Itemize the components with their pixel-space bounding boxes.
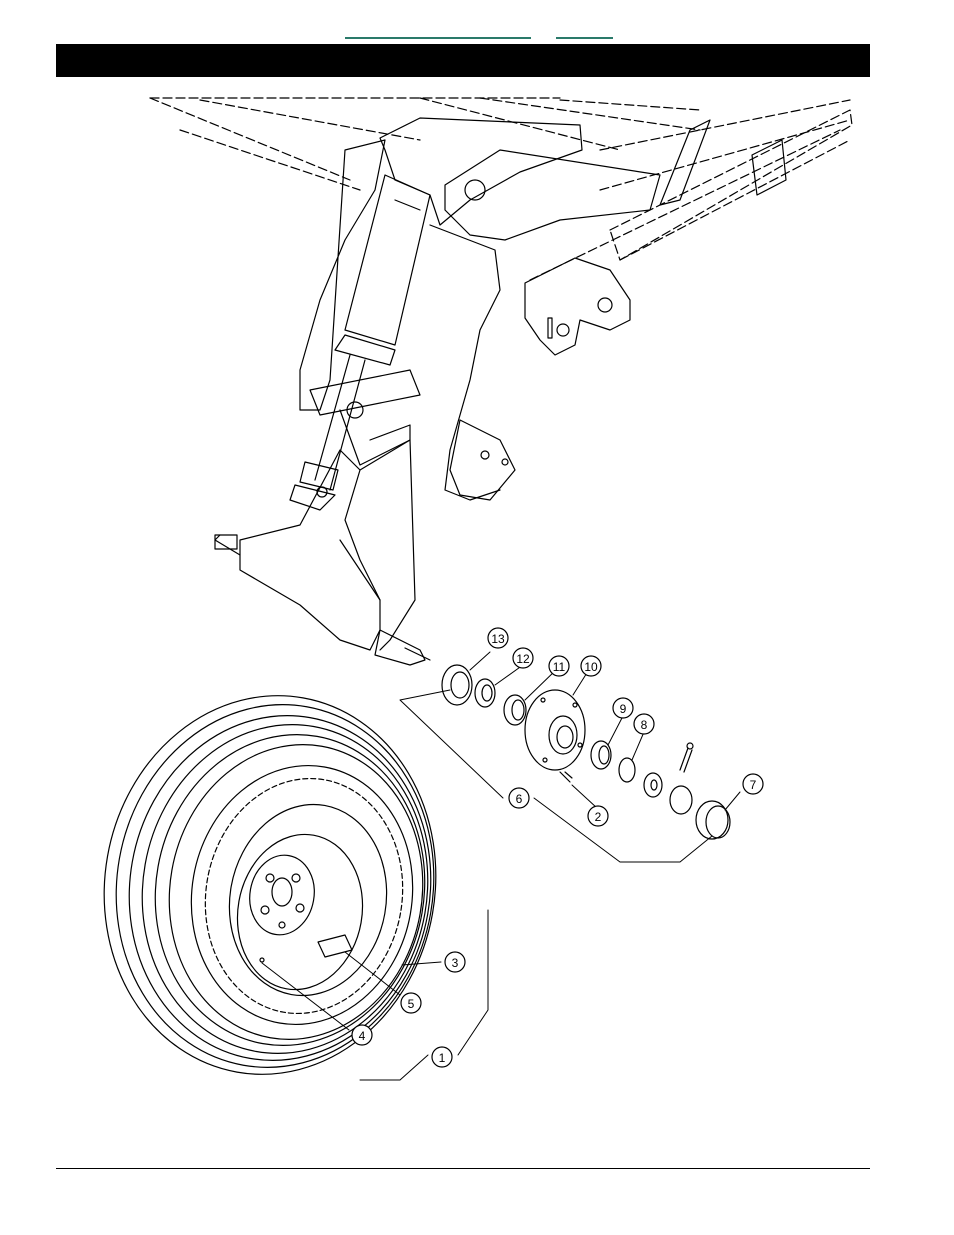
lift-arm [300, 118, 660, 500]
hub-parts [442, 665, 730, 839]
callout-5: 5 [408, 997, 415, 1011]
callout-8: 8 [641, 718, 648, 732]
footer-rule [56, 1168, 870, 1169]
callout-13: 13 [491, 632, 505, 646]
callout-9: 9 [620, 702, 627, 716]
top-link-2[interactable] [556, 37, 613, 39]
tire [90, 669, 465, 1100]
axle-arm [215, 370, 430, 665]
callout-3: 3 [452, 956, 459, 970]
frame-beams [150, 98, 850, 280]
callout-11: 11 [553, 660, 566, 674]
callout-7: 7 [750, 778, 757, 792]
square-tube [610, 110, 852, 260]
leader-lines [262, 652, 740, 1080]
header-bar [56, 44, 870, 77]
callout-1: 1 [439, 1051, 446, 1065]
top-links [0, 28, 954, 42]
top-link-1[interactable] [345, 37, 531, 39]
callout-12: 12 [516, 652, 530, 666]
callout-10: 10 [584, 660, 598, 674]
callout-2: 2 [595, 810, 602, 824]
parts-diagram: 13 12 11 10 9 8 7 2 6 3 5 4 1 [90, 90, 870, 1100]
callout-6: 6 [516, 792, 523, 806]
mount-bracket [525, 258, 630, 355]
callout-4: 4 [359, 1029, 366, 1043]
hydraulic-cylinder [290, 175, 430, 510]
wheel-rim [225, 824, 374, 999]
